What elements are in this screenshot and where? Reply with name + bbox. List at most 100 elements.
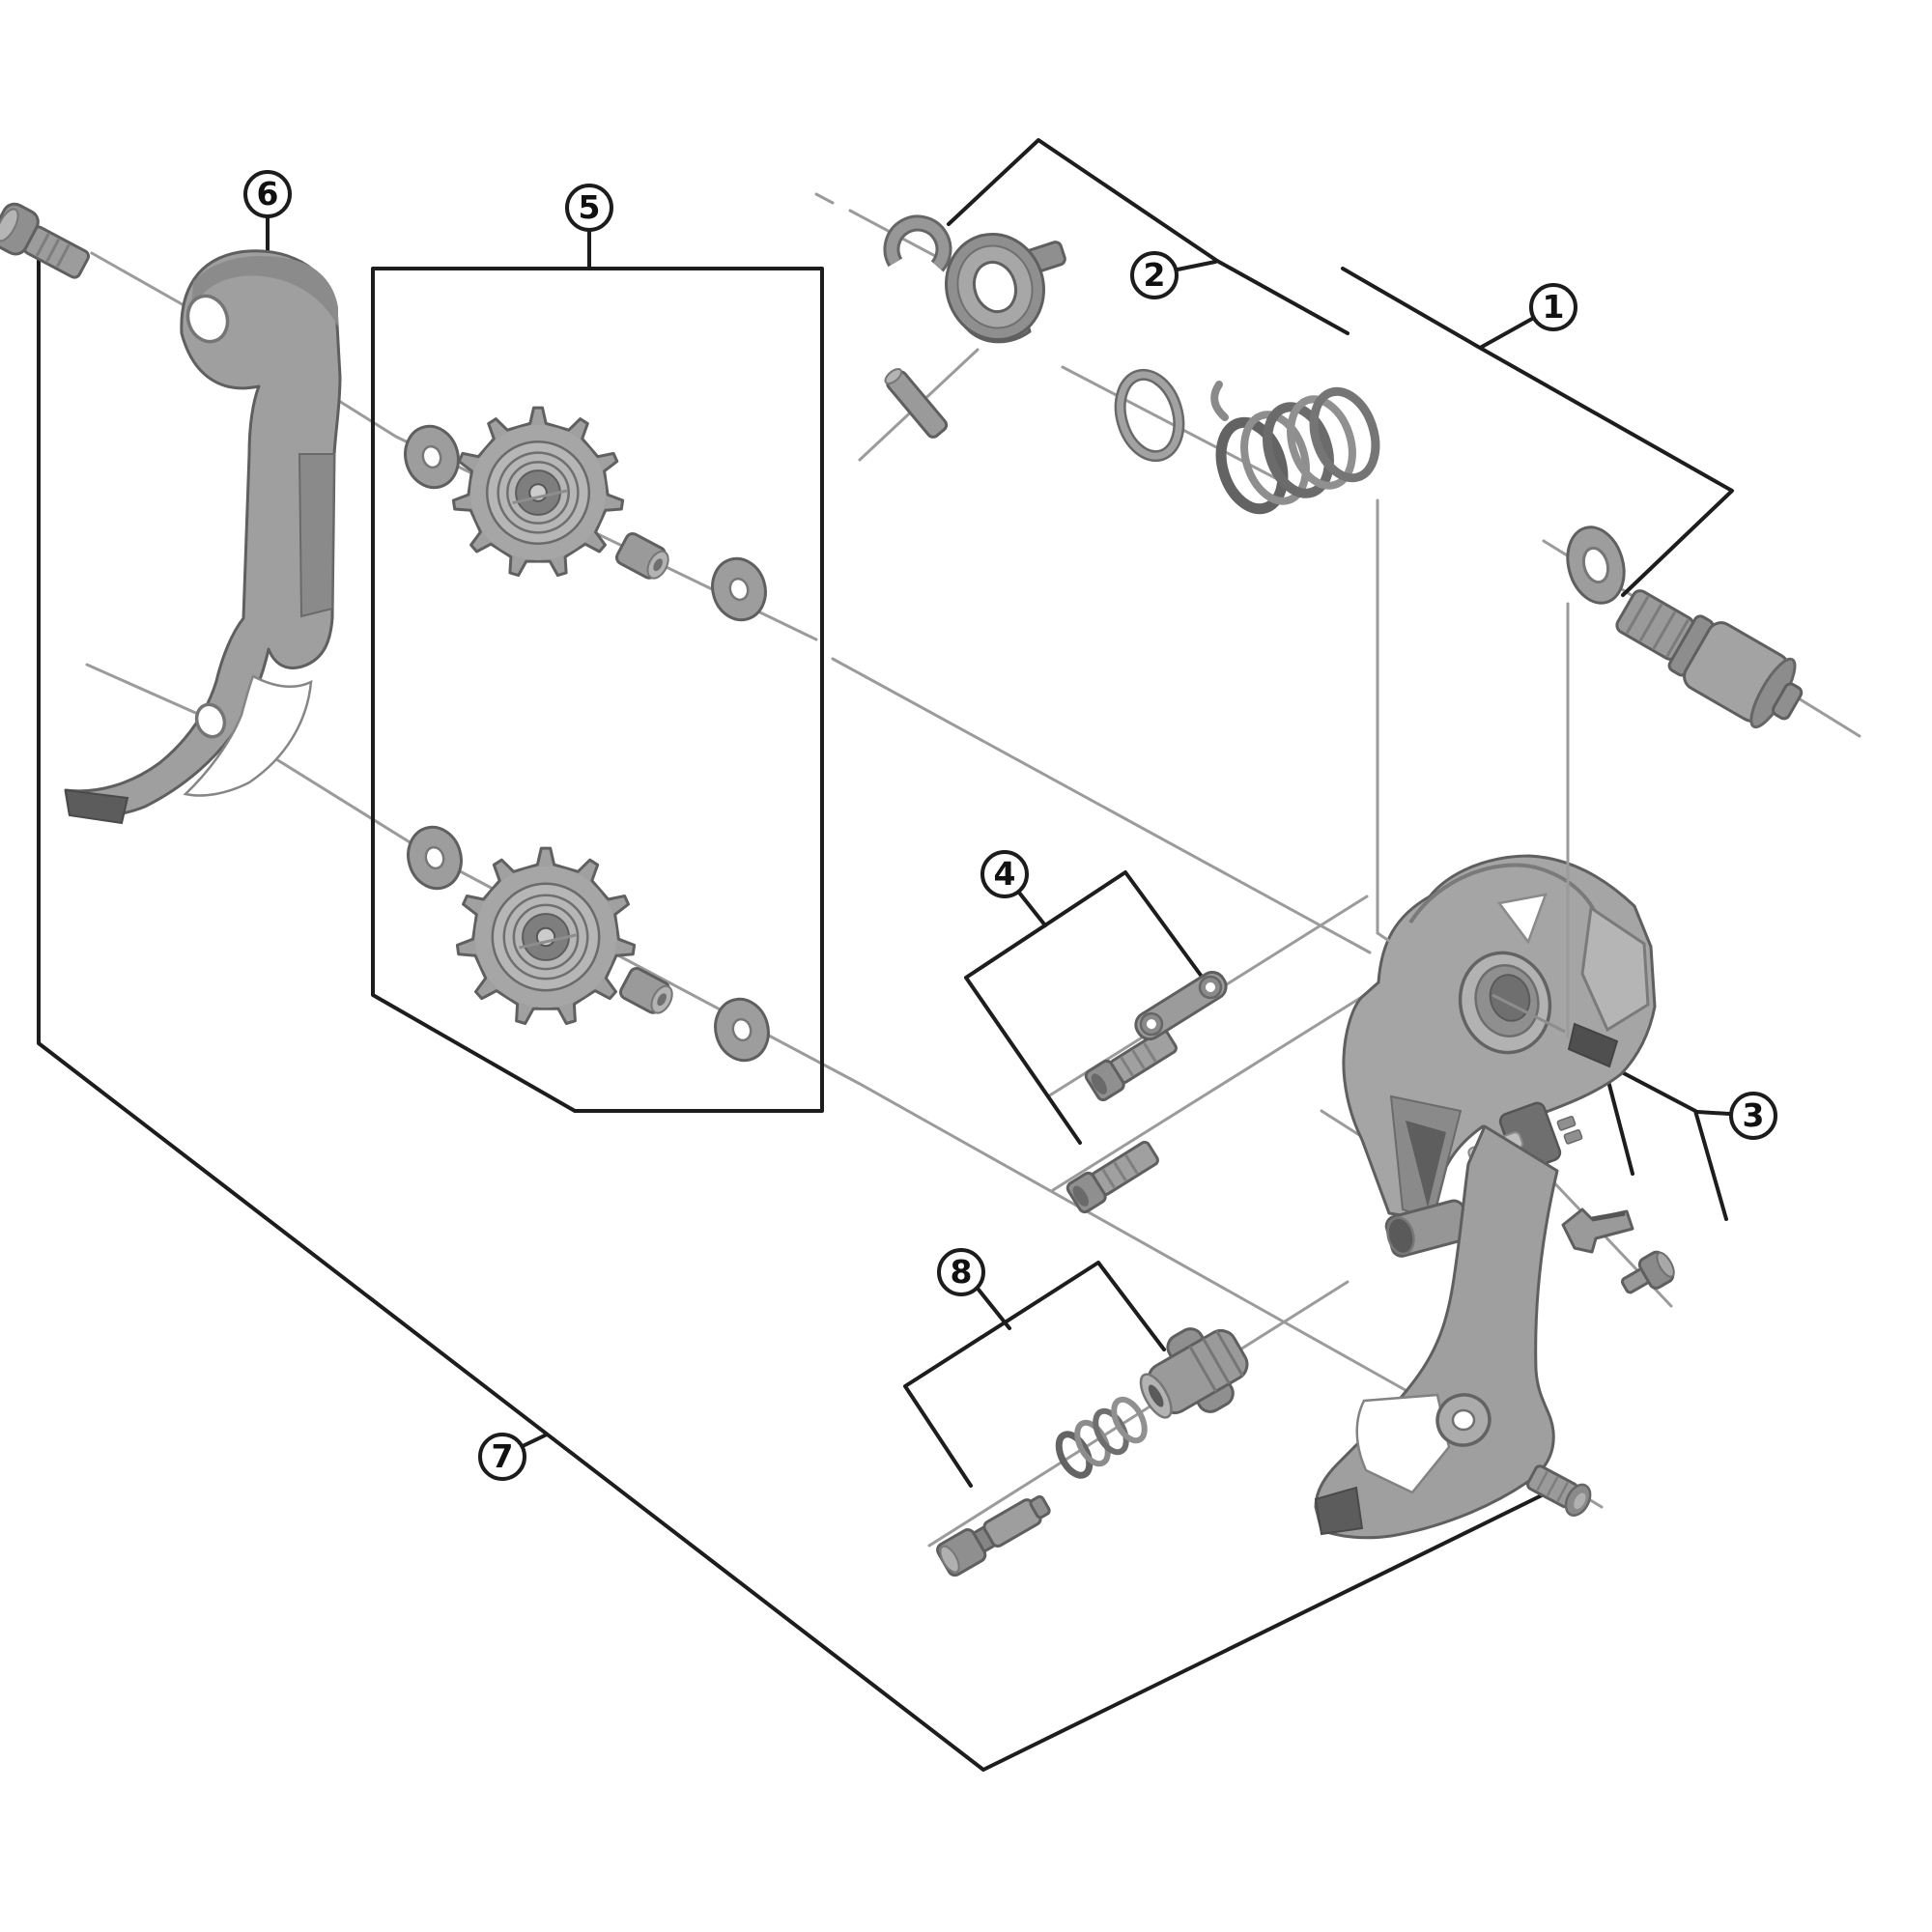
group-box-5 [371,267,824,1113]
bracket-1 [1341,267,1734,597]
body-slot [1567,1022,1619,1068]
bolt-head-face [939,1545,960,1574]
inner-plate-foot [64,788,129,825]
adjuster-group [936,1327,1249,1577]
spring-tail [1210,381,1229,421]
adjuster-bolt-icon [936,1494,1051,1577]
outer-plate-foot [1314,1486,1364,1536]
clamp-nub-b [1563,1129,1583,1145]
stopper-group [1561,1208,1675,1294]
c-clip-icon [883,214,952,284]
body-pivot-axis-stub [1492,993,1566,1034]
spring-coil [1215,416,1289,515]
spring-coil [1093,1407,1129,1456]
stopper-plate-slot [1591,1210,1626,1222]
cover-hole [972,260,1018,314]
washer-hole [731,1017,753,1042]
b-axle-bolt-icon [1615,589,1804,729]
pulley-set [404,406,770,1063]
bushing-hole [653,558,663,572]
body-arch-rib [1408,863,1598,924]
body-arch-cutout [1496,893,1548,945]
pulley-ring-groove-a [497,451,580,534]
o-ring-icon [1114,368,1185,463]
barrel-knurling [1188,1329,1244,1393]
pulley-ring-groove-b [506,461,570,525]
plate-bolt-icon [1526,1464,1592,1517]
upper-pulley-icon [451,406,625,578]
bolt-socket [1091,1073,1107,1094]
bolt-head [1084,1059,1125,1102]
spring-coil [1074,1419,1111,1467]
pulley-ring-groove-a [502,894,589,980]
callout-2: 2 [1130,251,1179,299]
bracket-8 [903,1261,1166,1488]
inner-plate-neck-inset [298,453,336,618]
pin-tip [884,368,903,385]
callout-8: 8 [937,1248,985,1296]
inner-cage-plate [64,249,342,825]
callout-1: 1 [1529,283,1577,331]
leader-8 [977,1288,1011,1330]
clamp-nub-a [1556,1116,1577,1131]
pulley-axis-stub [519,933,577,950]
b-tension-spring-icon [1210,381,1380,515]
bracket-3 [1602,1061,1728,1221]
callout-5: 5 [565,184,613,232]
leader-3 [1695,1110,1731,1116]
upper-pulley-washer-right-icon [711,556,767,622]
callout-6: 6 [243,170,292,218]
washer-hole [424,845,445,870]
pulley-axis-stub [512,489,568,505]
connector-spring-to-body [1376,498,1391,943]
bracket-lines [37,138,1734,1772]
axis-clamp-bolt-b-line [1051,974,1398,1192]
lower-pulley-washer-left-icon [407,825,463,891]
bolt-threads [1625,595,1690,658]
body-mount-face [1580,905,1650,1033]
inner-plate-upper-hole [185,294,230,344]
pulley-bolt-icon [0,202,90,279]
o-ring-body [1117,371,1182,460]
body-lower-wedge-shadow [1406,1121,1446,1208]
callout-3: 3 [1729,1092,1777,1140]
bolt-socket [1072,1185,1089,1207]
derailleur-body [1342,854,1657,1258]
bushing-hole [657,993,667,1007]
spring-coil [1055,1431,1094,1479]
link-plate-icon [1134,971,1228,1041]
bolt-tip [1029,1494,1051,1520]
pulley-bolt-head-face [0,208,19,242]
axle-cover-plate-icon [945,232,1066,344]
clamp-bolt-b-icon [1065,1140,1159,1214]
barrel-adjuster-icon [1139,1327,1249,1419]
washer-hole [421,444,442,469]
spring-coil [1111,1396,1148,1444]
washer-hole [728,577,750,602]
lower-pulley-washer-right-icon [714,997,770,1063]
spring-coil [1309,386,1380,483]
group-line-7 [37,247,1548,1772]
stopper-bolt-icon [1620,1250,1675,1294]
clamp-bolt-group [1065,971,1228,1214]
plate-bolt-head-face [1574,1492,1586,1510]
clamp-bolt-a-icon [1084,1028,1178,1102]
callout-4: 4 [980,850,1029,898]
washer-hole [1581,546,1610,584]
leader-4 [1017,891,1047,927]
adjuster-spring-icon [1055,1396,1148,1479]
outer-cage-plate [1314,1124,1559,1540]
spring-coil [1240,411,1310,505]
leader-2 [1176,260,1217,271]
lower-pulley-icon [455,846,637,1025]
inner-plate-lower-hole [194,702,227,739]
bolt-head [1065,1171,1107,1214]
plate-bolt-threads [1536,1470,1569,1502]
bolt-threads [1101,1154,1139,1189]
spring-coil [1263,402,1334,498]
b-axle-unit [883,214,1380,515]
leader-7 [521,1433,549,1448]
callout-7: 7 [478,1433,526,1481]
position-connector-lines [1376,498,1570,1038]
